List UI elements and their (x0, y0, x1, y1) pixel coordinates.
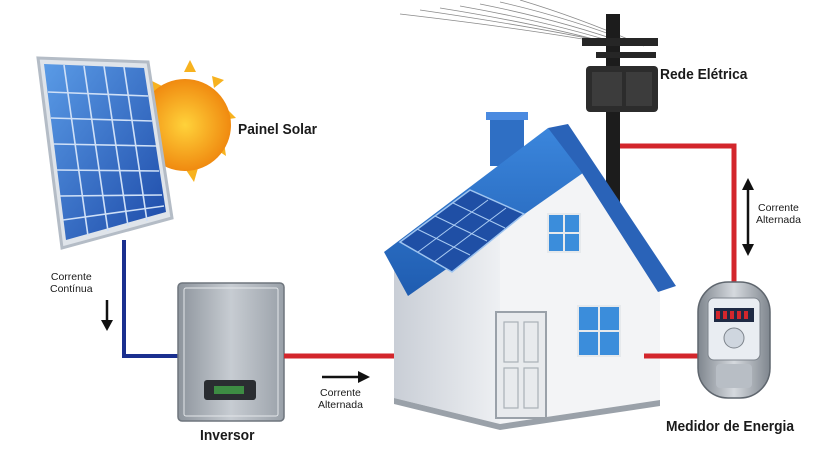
energy-meter (697, 281, 771, 399)
inverter-label: Inversor (200, 427, 255, 444)
dc-arrow-icon (101, 300, 113, 331)
ac-house-flow-line1: Corrente (320, 387, 361, 399)
solar-panel-label: Painel Solar (238, 121, 318, 138)
utility-pole (399, 0, 658, 232)
inverter (177, 282, 285, 422)
dc-wire (122, 240, 182, 358)
ac-grid-flow-line2: Alternada (756, 214, 801, 226)
ac-house-flow-label: Corrente Alternada (318, 387, 363, 411)
meter-label: Medidor de Energia (666, 418, 795, 435)
ac-grid-flow-line1: Corrente (758, 202, 799, 214)
grid-label: Rede Elétrica (660, 66, 748, 83)
ac-grid-flow-label: Corrente Alternada (756, 202, 801, 226)
bidirectional-arrow-icon (742, 178, 754, 256)
ac-arrow-right-icon (322, 371, 370, 383)
dc-flow-line1: Corrente (50, 271, 92, 283)
dc-flow-label: Corrente Contínua (50, 271, 93, 295)
dc-flow-line2: Contínua (50, 283, 93, 295)
ac-wire-grid (620, 143, 737, 290)
solar-panel (36, 56, 174, 250)
ac-house-flow-line2: Alternada (318, 399, 363, 411)
house (384, 112, 676, 430)
